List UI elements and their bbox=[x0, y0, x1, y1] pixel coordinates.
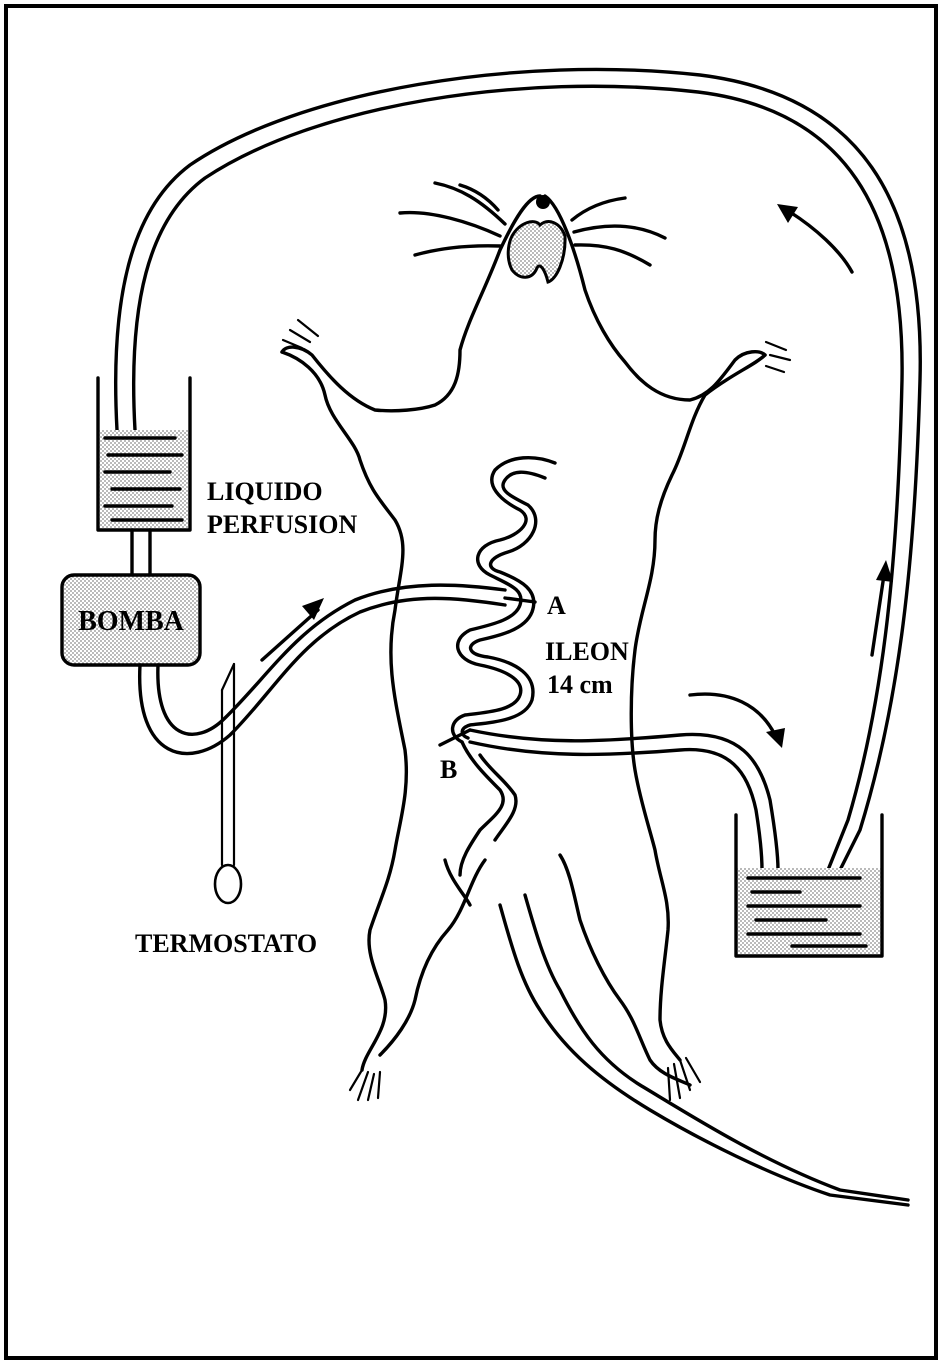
outflow-arrow bbox=[690, 694, 785, 748]
pump-label: BOMBA bbox=[78, 606, 185, 637]
liquid-label-line1: LIQUIDO bbox=[207, 477, 323, 506]
thermostat bbox=[215, 664, 241, 903]
point-a-label: A bbox=[547, 591, 566, 620]
ileum-length-label: 14 cm bbox=[547, 670, 613, 699]
rat-snout bbox=[508, 222, 565, 282]
collector-reservoir bbox=[736, 815, 882, 956]
point-b-label: B bbox=[440, 755, 457, 784]
point-a-marker bbox=[505, 598, 535, 602]
return-arrow-top bbox=[777, 204, 852, 272]
thermostat-label: TERMOSTATO bbox=[135, 929, 317, 958]
ileum-intestine bbox=[453, 458, 555, 875]
perfusion-reservoir bbox=[98, 378, 190, 530]
liquid-label-line2: PERFUSION bbox=[207, 510, 357, 539]
ileum-label: ILEON bbox=[545, 637, 629, 666]
rat-nose bbox=[536, 195, 550, 209]
inflow-arrow bbox=[262, 598, 324, 660]
